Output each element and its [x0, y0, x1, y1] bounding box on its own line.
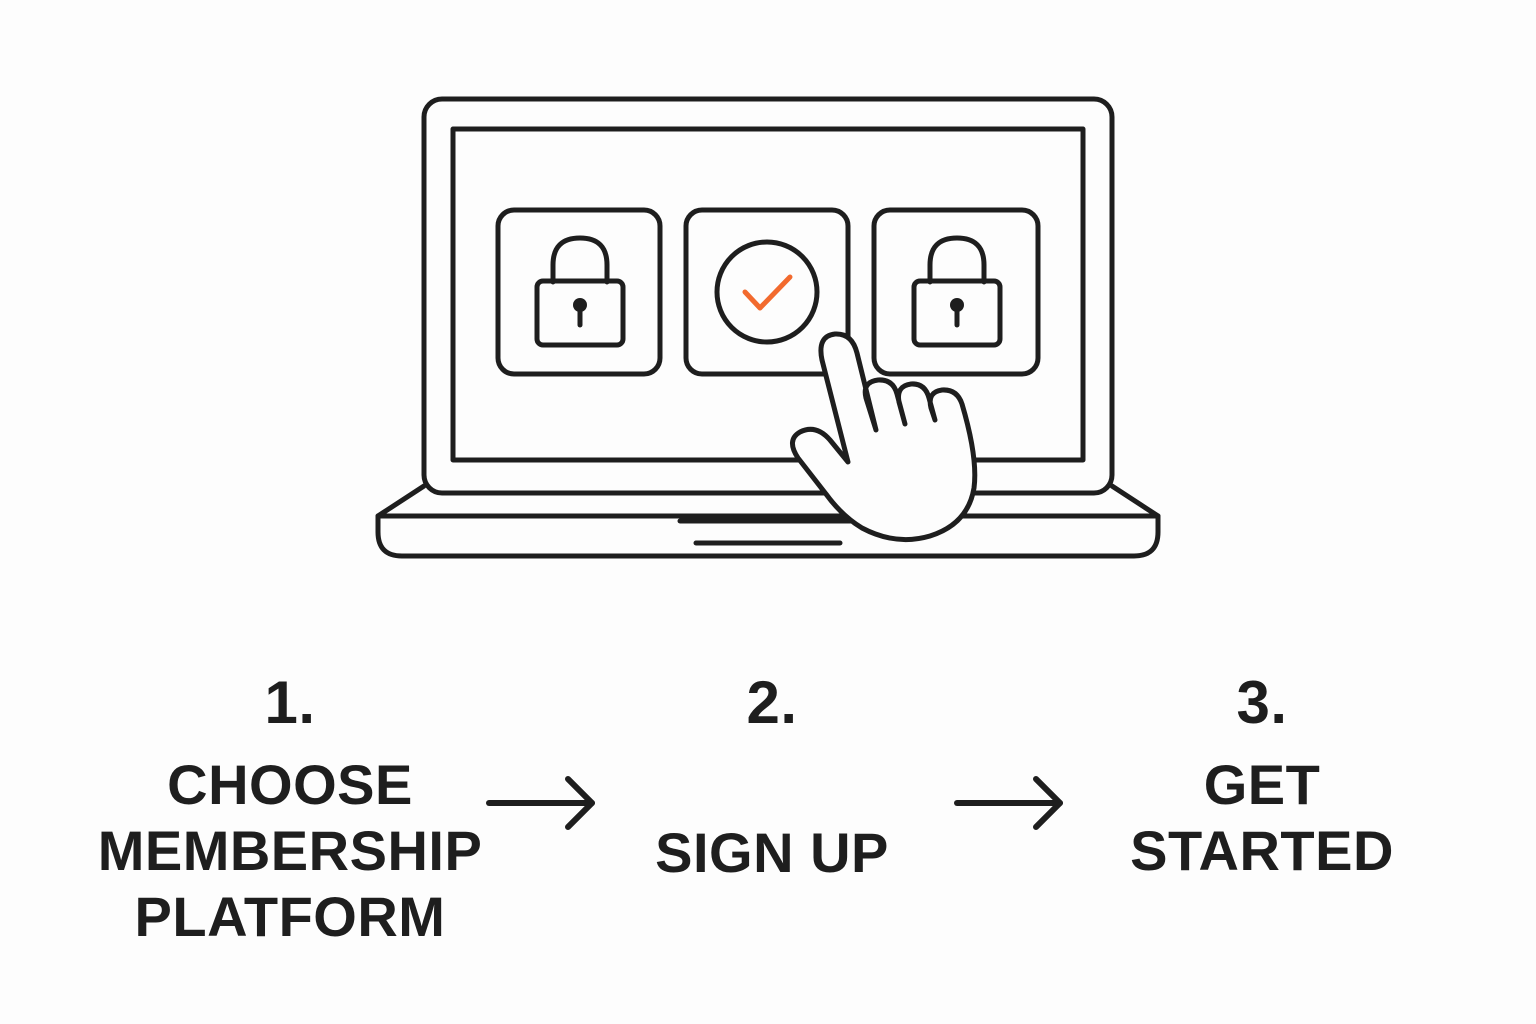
laptop-screen: [450, 126, 1086, 463]
pointing-hand-icon: [790, 331, 978, 543]
step-choose-membership-platform: 1. CHOOSE MEMBERSHIP PLATFORM: [90, 670, 490, 950]
step-number: 3.: [1236, 669, 1288, 736]
step-number: 2.: [746, 669, 798, 736]
step-number: 1.: [264, 669, 316, 736]
step-sign-up: 2. SIGN UP: [572, 670, 972, 886]
laptop-icon: [375, 96, 1161, 559]
lock-icon: [911, 235, 1003, 348]
locked-option-card-right[interactable]: [871, 207, 1041, 377]
locked-option-card-left[interactable]: [495, 207, 663, 377]
step-label: SIGN UP: [655, 821, 889, 884]
arrow-right-icon: [954, 776, 1063, 830]
step-label: GET STARTED: [1130, 753, 1394, 882]
lock-icon: [534, 235, 626, 348]
selected-option-card[interactable]: [683, 207, 851, 377]
step-get-started: 3. GET STARTED: [1062, 670, 1462, 884]
arrow-right-icon: [486, 776, 595, 830]
step-label: CHOOSE MEMBERSHIP PLATFORM: [97, 753, 483, 948]
laptop-illustration: [375, 96, 1161, 559]
check-circle-icon: [714, 239, 820, 345]
